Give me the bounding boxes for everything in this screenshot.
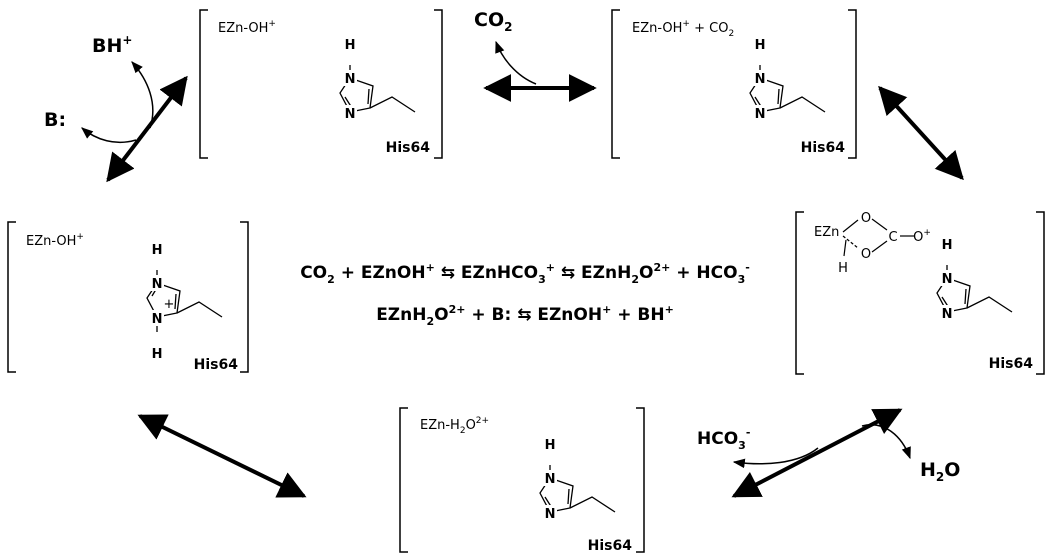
hydrogen: H	[838, 261, 848, 276]
equation-1: CO2 + EZnOH+ ⇆ EZnHCO3+ ⇆ EZnH2O2+ + HCO…	[300, 261, 750, 286]
state-top-left: EZn-OH+ N N H His64	[199, 9, 443, 159]
residue-label: His64	[801, 140, 846, 156]
species-labels: CO2 BH+ B: HCO3- H2O	[44, 9, 960, 484]
arrow-bottom-left	[137, 414, 307, 498]
ring-n1: N	[345, 72, 356, 87]
h2o-curved-arrow	[861, 424, 911, 460]
bracket-right	[240, 221, 249, 373]
bicarbonate-label: HCO3-	[697, 426, 750, 452]
ring-h: H	[755, 38, 766, 53]
ring-h-bottom: H	[152, 347, 163, 362]
bracket-right	[848, 9, 857, 159]
ring-h: H	[942, 238, 953, 253]
state-label: EZn-H2O2+	[420, 416, 489, 436]
state-bottom: EZn-H2O2+ N N H His64	[399, 407, 645, 554]
oxygen-top: O	[861, 211, 871, 226]
state-label: EZn-OH+	[218, 19, 276, 36]
bh-plus-label: BH+	[92, 33, 132, 57]
residue-label: His64	[588, 538, 633, 554]
bracket-left	[7, 221, 16, 373]
bracket-left	[199, 9, 208, 159]
ring-h-top: H	[152, 243, 163, 258]
arrow-top-left	[106, 75, 188, 183]
state-label: EZn-OH+	[26, 232, 84, 249]
ring-n1: N	[545, 472, 556, 487]
ring-h: H	[545, 438, 556, 453]
state-left: EZn-OH+ N N H H + His64	[7, 221, 249, 373]
ring-n3: N	[942, 307, 953, 322]
ring-n1: N	[942, 272, 953, 287]
imidazolium-ring: N N H H +	[146, 243, 223, 362]
ring-n3: N	[755, 107, 766, 122]
equations: CO2 + EZnOH+ ⇆ EZnHCO3+ ⇆ EZnH2O2+ + HCO…	[300, 261, 750, 328]
residue-label: His64	[989, 356, 1034, 372]
co2-curved-arrow	[495, 40, 537, 85]
state-top-right: EZn-OH+ + CO2 N N H His64	[611, 9, 857, 159]
ring-n1: N	[152, 277, 163, 292]
bracket-right	[1036, 211, 1045, 375]
base-label: B:	[44, 109, 66, 131]
ring-n3: N	[345, 107, 356, 122]
water-label: H2O	[920, 459, 960, 484]
ring-n3: N	[152, 312, 163, 327]
residue-label: His64	[194, 357, 239, 373]
species-arrows	[81, 40, 911, 469]
carbon: C	[888, 230, 897, 245]
bh-curved-arrow	[131, 61, 154, 129]
imidazole-ring: N N H	[936, 238, 1013, 322]
arrow-bottom-right	[731, 408, 903, 498]
ezn-label: EZn	[814, 225, 839, 240]
state-right: EZn O O C H O+ N N H His64	[795, 211, 1045, 375]
imidazole-ring: N N H	[339, 38, 416, 122]
hco3-curved-arrow	[732, 447, 819, 469]
bracket-left	[399, 407, 408, 553]
b-curved-arrow	[81, 127, 137, 144]
bracket-right	[434, 9, 443, 159]
bracket-left	[611, 9, 620, 159]
ring-n3: N	[545, 507, 556, 522]
arrow-top-right	[878, 85, 964, 181]
ring-n1: N	[755, 72, 766, 87]
co2-label: CO2	[474, 9, 512, 34]
imidazole-ring: N N H	[539, 438, 616, 522]
state-label: EZn-OH+ + CO2	[632, 19, 734, 39]
bracket-left	[795, 211, 804, 375]
oxygen-charged: O+	[913, 228, 931, 245]
residue-label: His64	[386, 140, 431, 156]
ring-charge: +	[164, 297, 175, 312]
oxygen-bottom: O	[861, 247, 871, 262]
bracket-right	[636, 407, 645, 553]
equation-2: EZnH2O2+ + B: ⇆ EZnOH+ + BH+	[376, 303, 674, 328]
zn-bicarbonate-complex: EZn O O C H O+	[814, 211, 931, 276]
imidazole-ring: N N H	[749, 38, 826, 122]
ring-h: H	[345, 38, 356, 53]
